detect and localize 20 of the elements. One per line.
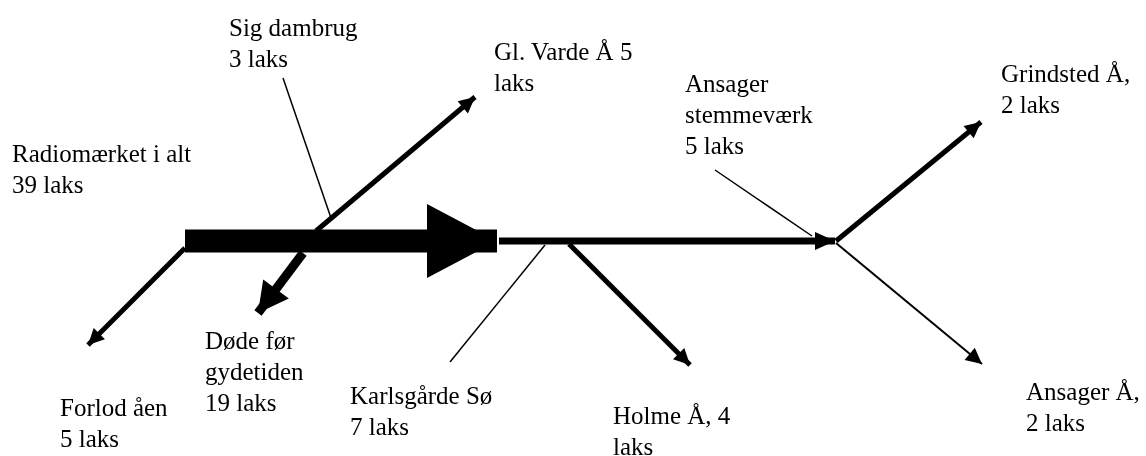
arrow: [254, 250, 307, 316]
leader-line: [282, 77, 332, 219]
arrow: [834, 120, 983, 243]
leader-line: [714, 169, 813, 237]
place-label: Grindsted Å, 2 laks: [1001, 58, 1137, 120]
arrow: [86, 246, 187, 347]
place-label: Ansager stemmeværk 5 laks: [685, 68, 830, 161]
place-label: Radiomærket i alt 39 laks: [12, 138, 212, 200]
place-label: Gl. Varde Å 5 laks: [494, 36, 654, 98]
arrow: [835, 242, 983, 365]
arrow: [185, 204, 497, 278]
place-label: Forlod åen 5 laks: [60, 392, 182, 454]
arrow: [314, 95, 477, 233]
place-label: Sig dambrug 3 laks: [229, 12, 374, 74]
place-label: Holme Å, 4 laks: [613, 400, 748, 456]
place-label: Ansager Å, 2 laks: [1026, 376, 1146, 438]
place-label: Døde før gydetiden 19 laks: [205, 325, 317, 418]
place-label: Karlsgårde Sø 7 laks: [350, 380, 510, 442]
leader-line: [449, 244, 546, 363]
arrow: [567, 242, 692, 367]
